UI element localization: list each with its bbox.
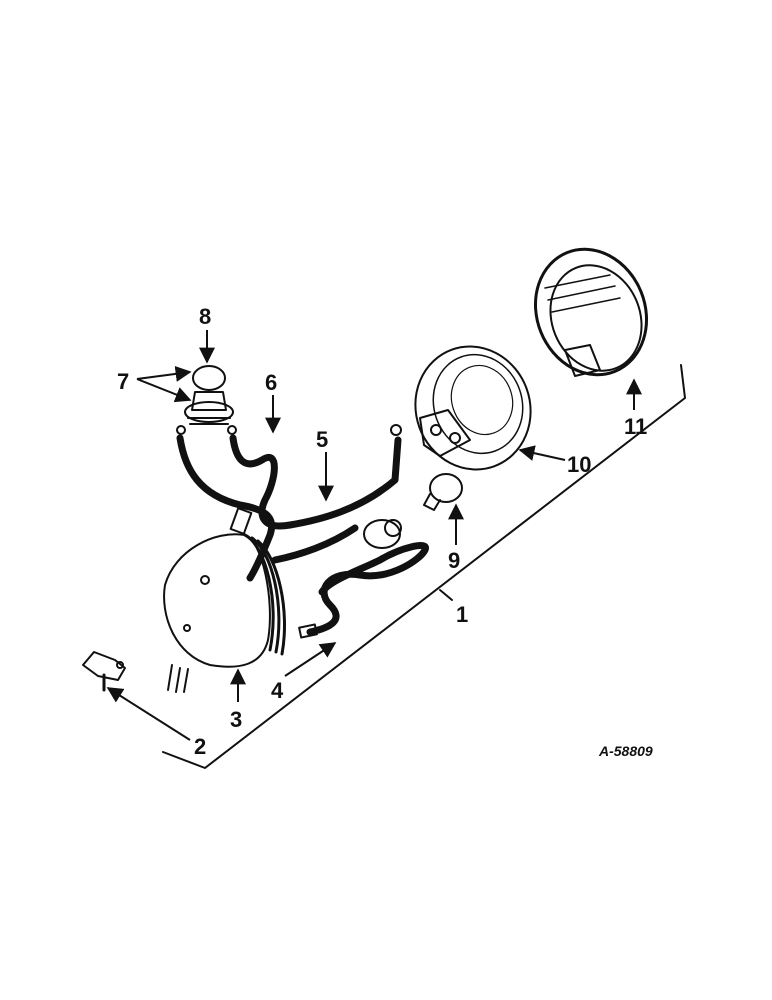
sealed-beam-part xyxy=(414,345,532,471)
callout-7: 7 xyxy=(117,369,129,394)
callout-5: 5 xyxy=(316,427,328,452)
assembly-bracket xyxy=(162,364,686,769)
wiring-harness xyxy=(176,424,402,582)
callout-9: 9 xyxy=(448,548,460,573)
callout-1: 1 xyxy=(456,602,468,627)
callout-4: 4 xyxy=(271,678,284,703)
callout-2: 2 xyxy=(194,734,206,759)
leader-lines xyxy=(106,330,642,741)
switch-part xyxy=(184,365,234,425)
callout-6: 6 xyxy=(265,370,277,395)
reference-code: A-58809 xyxy=(598,743,653,759)
socket-cable-part xyxy=(298,519,429,639)
callout-3: 3 xyxy=(230,707,242,732)
bulb-part xyxy=(423,473,463,511)
callout-10: 10 xyxy=(567,452,591,477)
callout-8: 8 xyxy=(199,304,211,329)
mounting-bracket-part xyxy=(82,651,126,692)
retaining-ring-part xyxy=(533,247,649,377)
housing-part xyxy=(163,533,286,693)
callout-labels: 1 2 3 4 5 6 7 8 9 10 11 xyxy=(117,304,647,759)
callout-11: 11 xyxy=(624,414,647,439)
